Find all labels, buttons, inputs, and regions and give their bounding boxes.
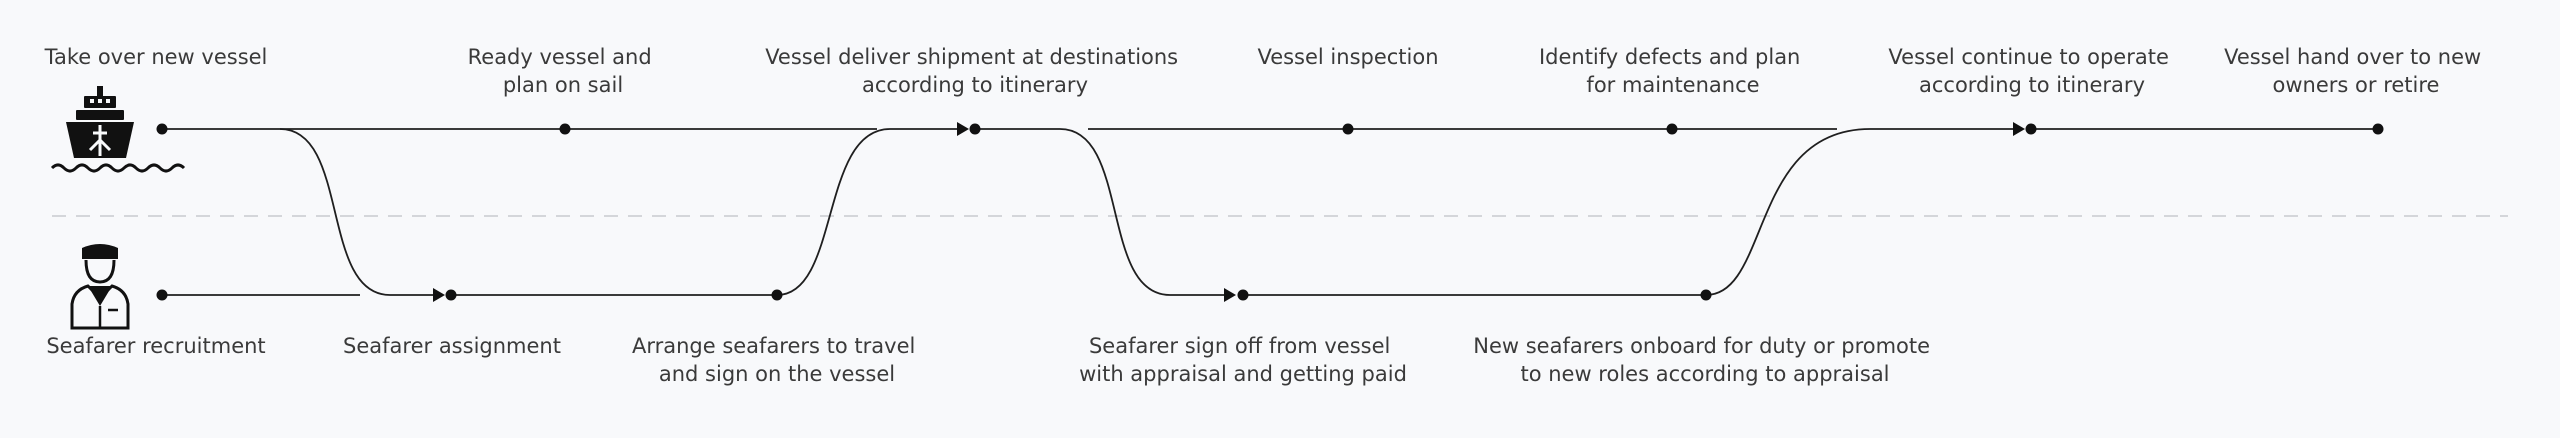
- label-ready-vessel: Ready vessel and plan on sail: [468, 45, 659, 97]
- node-identify-defects: [1666, 123, 1678, 135]
- vessel-labels: Take over new vessel Ready vessel and pl…: [44, 45, 2488, 97]
- arrow-to-assignment: [433, 288, 445, 302]
- node-ready-vessel: [559, 123, 571, 135]
- label-arrange-seafarers: Arrange seafarers to travel and sign on …: [632, 334, 922, 386]
- node-arrange-seafarers: [771, 289, 783, 301]
- label-take-over-vessel: Take over new vessel: [44, 45, 268, 69]
- node-seafarer-sign-off: [1237, 289, 1249, 301]
- seafarer-labels: Seafarer recruitment Seafarer assignment…: [46, 334, 1936, 386]
- node-take-over-vessel: [156, 123, 168, 135]
- label-identify-defects: Identify defects and plan for maintenanc…: [1539, 45, 1807, 97]
- nodes: [156, 123, 2384, 301]
- label-vessel-hand-over: Vessel hand over to new owners or retire: [2224, 45, 2488, 97]
- node-vessel-inspection: [1342, 123, 1354, 135]
- node-vessel-hand-over: [2372, 123, 2384, 135]
- arrowheads: [433, 122, 2025, 302]
- sailor-icon: [70, 244, 130, 330]
- curve-onboard-to-continue: [1705, 128, 2019, 296]
- node-seafarer-assignment: [445, 289, 457, 301]
- curve-vessel-to-assignment: [279, 128, 440, 296]
- node-vessel-deliver: [969, 123, 981, 135]
- label-seafarer-assignment: Seafarer assignment: [343, 334, 561, 358]
- arrow-to-signoff: [1224, 288, 1236, 302]
- label-vessel-deliver: Vessel deliver shipment at destinations …: [765, 45, 1185, 97]
- ship-icon: [50, 86, 186, 173]
- label-seafarer-sign-off: Seafarer sign off from vessel with appra…: [1079, 334, 1407, 386]
- flow-lines: [162, 128, 2378, 296]
- arrow-to-deliver: [957, 122, 969, 136]
- label-new-seafarers-onboard: New seafarers onboard for duty or promot…: [1473, 334, 1936, 386]
- node-vessel-continue: [2025, 123, 2037, 135]
- node-seafarer-recruitment: [156, 289, 168, 301]
- arrow-to-continue: [2013, 122, 2025, 136]
- curve-arrange-to-deliver: [776, 128, 963, 296]
- node-new-seafarers-onboard: [1700, 289, 1712, 301]
- curve-deliver-to-signoff: [975, 128, 1230, 296]
- label-vessel-continue: Vessel continue to operate according to …: [1888, 45, 2175, 97]
- label-seafarer-recruitment: Seafarer recruitment: [46, 334, 265, 358]
- label-vessel-inspection: Vessel inspection: [1257, 45, 1438, 69]
